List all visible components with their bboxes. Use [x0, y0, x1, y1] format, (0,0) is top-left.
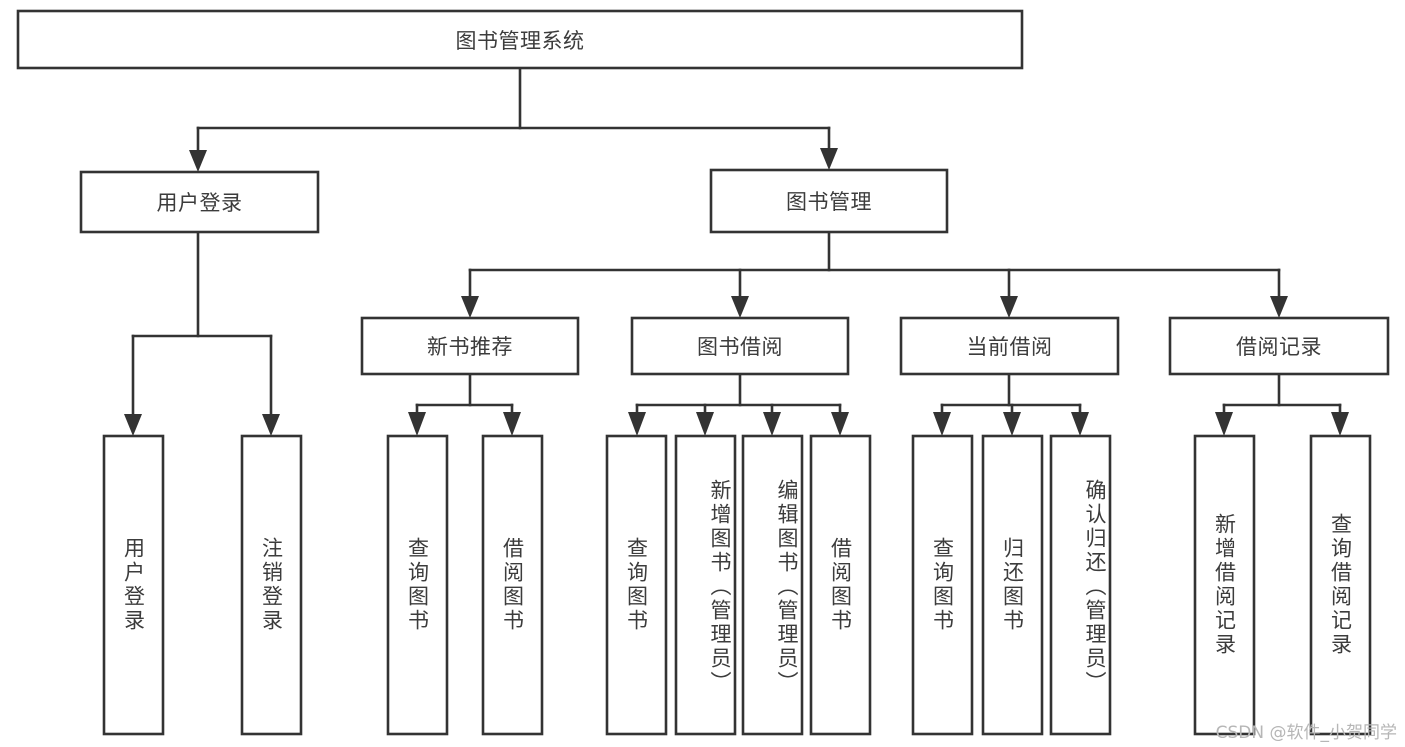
arrow-br-leaf-2: [1331, 412, 1349, 436]
node-box-root[interactable]: [16, 9, 1024, 70]
arrow-bb-leaf-2: [696, 412, 714, 436]
node-box-leaf-logout[interactable]: [240, 434, 303, 736]
arrow-user-login-leaf-2: [262, 414, 280, 436]
node-box-leaf-query-book-3[interactable]: [911, 434, 974, 736]
node-box-borrow-record[interactable]: [1168, 316, 1390, 376]
node-box-leaf-borrow-book-2[interactable]: [809, 434, 872, 736]
arrow-bb-leaf-4: [831, 412, 849, 436]
arrow-cb-leaf-3: [1071, 412, 1089, 436]
arrow-root-to-user-login: [189, 150, 207, 172]
connector-group-new-book-recommend: [408, 372, 521, 436]
node-box-leaf-confirm-return[interactable]: [1049, 434, 1112, 736]
node-box-leaf-add-record[interactable]: [1193, 434, 1256, 736]
node-box-leaf-borrow-book-1[interactable]: [481, 434, 544, 736]
arrow-bm-borrow-record: [1270, 296, 1288, 318]
arrow-bm-current-borrow: [1000, 296, 1018, 318]
node-box-leaf-return-book[interactable]: [981, 434, 1044, 736]
connector-group-book-management: [461, 230, 1288, 318]
arrow-nbr-leaf-1: [408, 412, 426, 436]
connector-group-user-login: [124, 230, 280, 436]
node-box-leaf-query-record[interactable]: [1309, 434, 1372, 736]
arrow-user-login-leaf-1: [124, 414, 142, 436]
arrow-br-leaf-1: [1215, 412, 1233, 436]
arrow-bb-leaf-1: [628, 412, 646, 436]
connector-group-book-borrow: [628, 372, 849, 436]
csdn-watermark: CSDN @软件_小贺同学: [1215, 723, 1397, 743]
node-box-current-borrow[interactable]: [899, 316, 1120, 376]
connector-group-root: [189, 66, 838, 172]
arrow-bm-book-borrow: [731, 296, 749, 318]
node-box-leaf-query-book-2[interactable]: [605, 434, 668, 736]
node-box-leaf-edit-book[interactable]: [741, 434, 804, 736]
arrow-root-to-book-management: [820, 148, 838, 170]
node-box-book-borrow[interactable]: [630, 316, 850, 376]
node-box-new-book-recommend[interactable]: [360, 316, 580, 376]
node-box-leaf-add-book[interactable]: [674, 434, 737, 736]
arrow-bb-leaf-3: [763, 412, 781, 436]
node-box-leaf-user-login[interactable]: [102, 434, 165, 736]
arrow-cb-leaf-1: [933, 412, 951, 436]
arrow-cb-leaf-2: [1003, 412, 1021, 436]
node-box-user-login[interactable]: [79, 170, 320, 234]
node-box-leaf-query-book-1[interactable]: [386, 434, 449, 736]
node-box-book-management[interactable]: [709, 168, 949, 234]
arrow-nbr-leaf-2: [503, 412, 521, 436]
connector-group-borrow-record: [1215, 372, 1349, 436]
arrow-bm-new-book-recommend: [461, 296, 479, 318]
connector-group-current-borrow: [933, 372, 1089, 436]
